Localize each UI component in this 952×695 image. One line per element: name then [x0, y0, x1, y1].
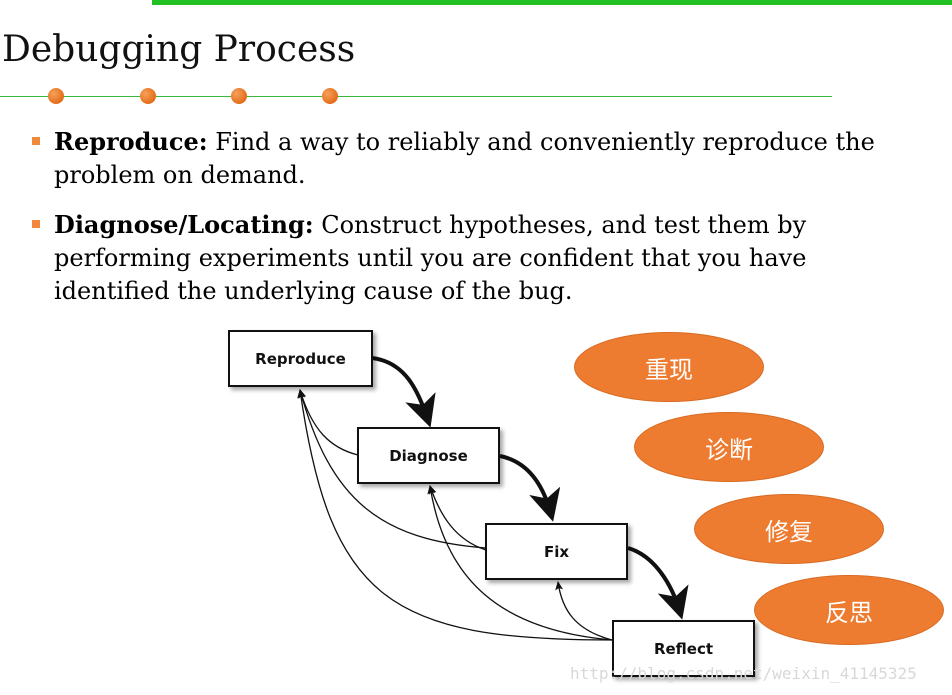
feedback-fix-diagnose	[428, 485, 487, 551]
arrow-diagnose-fix	[499, 454, 561, 522]
stage-reflect: Reflect	[612, 620, 755, 677]
label-fix-cn: 修复	[694, 494, 884, 564]
arrow-reproduce-diagnose	[371, 356, 436, 428]
stage-fix: Fix	[485, 523, 628, 580]
feedback-fix-reproduce	[298, 389, 487, 549]
bullet-text: Find a way to reliably and conveniently …	[54, 128, 875, 189]
top-accent-bar	[152, 0, 952, 5]
title-rule	[0, 96, 832, 97]
bullet-list: Reproduce: Find a way to reliably and co…	[30, 125, 910, 324]
arrow-fix-reflect	[627, 546, 689, 620]
rule-dot-3	[231, 88, 247, 104]
watermark: http://blog.csdn.net/weixin_41145325	[570, 664, 917, 683]
bullet-term: Diagnose/Locating:	[54, 210, 314, 239]
bullet-square-icon	[32, 220, 40, 228]
feedback-diagnose-reproduce	[298, 389, 359, 456]
bullet-square-icon	[32, 137, 40, 145]
label-reflect-cn: 反思	[754, 575, 944, 645]
stage-diagnose: Diagnose	[357, 427, 500, 484]
label-reproduce-cn: 重现	[574, 332, 764, 402]
feedback-reflect-fix	[555, 581, 613, 641]
stage-reproduce: Reproduce	[228, 330, 373, 387]
bullet-diagnose: Diagnose/Locating: Construct hypotheses,…	[30, 208, 910, 308]
rule-dot-4	[322, 88, 338, 104]
feedback-reflect-diagnose	[427, 485, 613, 641]
bullet-term: Reproduce:	[54, 127, 208, 156]
bullet-reproduce: Reproduce: Find a way to reliably and co…	[30, 125, 910, 192]
page-title: Debugging Process	[2, 29, 356, 70]
feedback-reflect-reproduce	[297, 389, 613, 641]
label-diagnose-cn: 诊断	[634, 412, 824, 482]
rule-dot-2	[140, 88, 156, 104]
bullet-text: Construct hypotheses, and test them by p…	[54, 211, 807, 305]
rule-dot-1	[48, 88, 64, 104]
